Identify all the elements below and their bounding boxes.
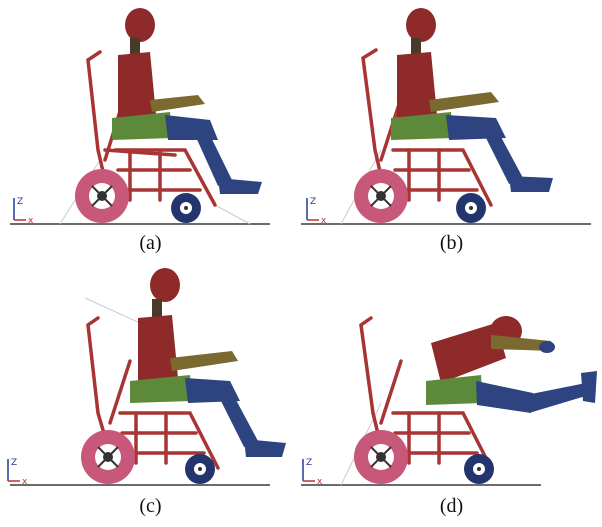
rear-wheel-c xyxy=(81,430,135,484)
dummy-c xyxy=(130,268,286,457)
svg-text:x: x xyxy=(321,216,327,226)
svg-text:Z: Z xyxy=(11,458,17,468)
svg-text:x: x xyxy=(22,477,28,487)
svg-text:Z: Z xyxy=(17,197,23,207)
caption-a: (a) xyxy=(139,232,162,254)
panel-b: Z x (b) xyxy=(301,0,602,263)
wheelchair-dummy-figure-c xyxy=(10,268,286,486)
svg-text:Z: Z xyxy=(310,197,316,207)
axis-triad-icon-a: Z x xyxy=(13,197,34,226)
rear-wheel-b xyxy=(354,169,408,223)
dummy-a xyxy=(112,8,262,194)
caption-b: (b) xyxy=(439,232,464,254)
caption-d: (d) xyxy=(439,495,464,517)
svg-text:Z: Z xyxy=(306,458,312,468)
wheelchair-dummy-figure-b xyxy=(301,8,591,225)
rear-wheel-a xyxy=(75,169,129,223)
wheelchair-dummy-figure-d xyxy=(301,316,597,486)
axis-triad-icon-d: Z x xyxy=(302,458,323,487)
svg-text:x: x xyxy=(28,216,34,226)
front-wheel-a xyxy=(171,193,201,223)
front-wheel-d xyxy=(464,454,494,484)
rear-wheel-d xyxy=(354,430,408,484)
wheelchair-dummy-figure-a xyxy=(10,8,270,225)
dummy-d xyxy=(426,316,597,413)
panel-c: Z x (c) xyxy=(0,263,301,526)
panel-d: Z x (d) xyxy=(301,263,602,526)
front-wheel-c xyxy=(185,454,215,484)
axis-triad-icon-b: Z x xyxy=(306,197,327,226)
front-wheel-b xyxy=(456,193,486,223)
svg-text:x: x xyxy=(317,477,323,487)
dummy-b xyxy=(391,8,553,192)
panel-a: Z x (a) xyxy=(0,0,301,263)
caption-c: (c) xyxy=(139,495,162,517)
axis-triad-icon-c: Z x xyxy=(7,458,28,487)
